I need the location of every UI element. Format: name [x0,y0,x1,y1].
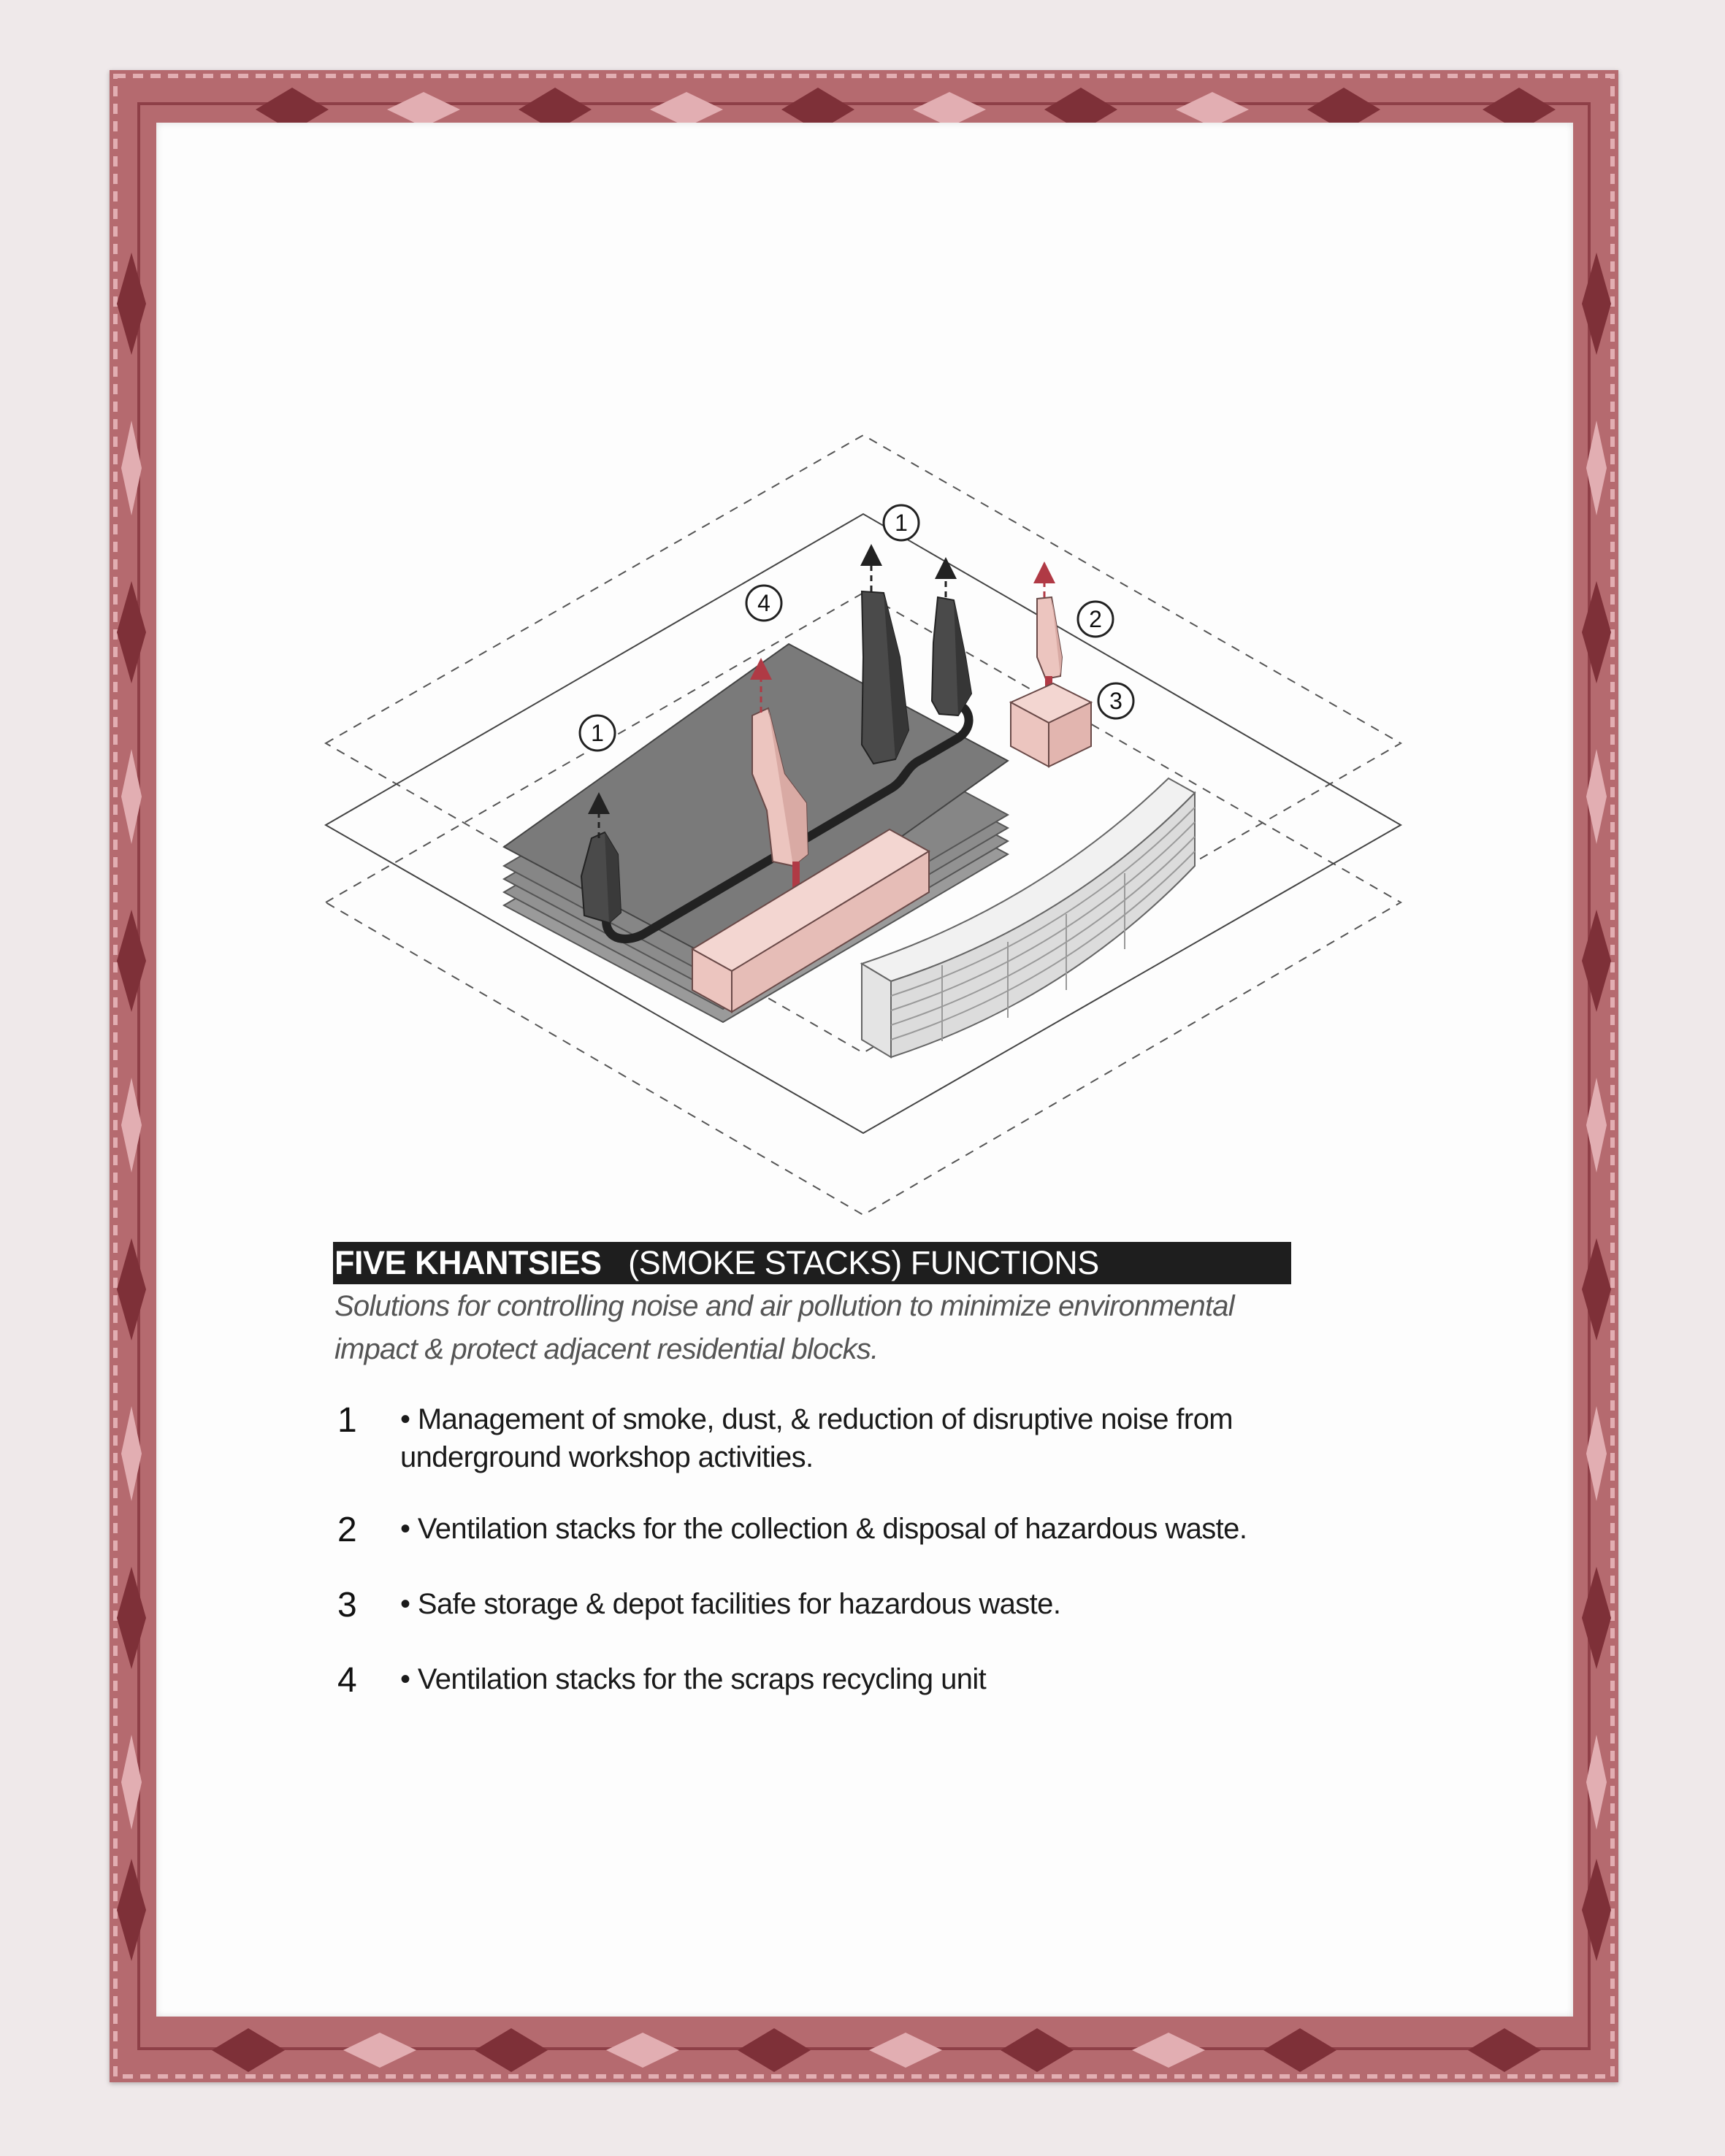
callout-circle-3 [1097,682,1135,720]
section-title: FIVE KHANTSIES (SMOKE STACKS) FUNCTIONS [333,1242,1291,1284]
dark-smoke-stack-tall [860,544,910,765]
pink-ventilation-stack-small [1033,561,1063,701]
section-subtitle: Solutions for controlling noise and air … [334,1290,1235,1365]
function-text: • Management of smoke, dust, & reduction… [400,1403,1233,1473]
callout-label-1-left: 1 [591,720,604,746]
callout-label-1-top: 1 [895,510,908,536]
residential-curved-block [860,777,1196,1059]
dashed-site-boundary [324,434,1403,1216]
title-bold: FIVE KHANTSIES [334,1244,602,1281]
function-text: • Ventilation stacks for the scraps recy… [400,1663,987,1695]
dark-smoke-stack-medium [930,557,973,717]
callout-label-3: 3 [1109,688,1122,714]
function-text: • Ventilation stacks for the collection … [400,1513,1247,1545]
function-number: 1 [337,1401,357,1440]
pink-ventilation-stack-large [750,658,809,902]
ground-plane [324,513,1403,1135]
dark-smoke-stack-small [580,792,622,924]
callout-label-2: 2 [1089,606,1102,632]
callout-circle-1-top [882,504,920,542]
callout-label-4: 4 [757,590,770,616]
storage-bar-block [691,828,930,1013]
callout-circle-1-left [578,714,616,752]
function-number: 3 [337,1586,357,1624]
callout-circle-4 [745,584,783,622]
function-number: 2 [337,1511,357,1549]
title-regular: (SMOKE STACKS) FUNCTIONS [611,1244,1099,1281]
paper-sheet [156,123,1573,2017]
exhaust-pipe [602,704,974,943]
callout-circle-2 [1076,600,1114,638]
title-regular-text: (SMOKE STACKS) FUNCTIONS [628,1244,1099,1281]
hazardous-waste-depot-cube [1009,682,1093,768]
function-number: 4 [337,1661,357,1700]
function-text: • Safe storage & depot facilities for ha… [400,1588,1061,1620]
